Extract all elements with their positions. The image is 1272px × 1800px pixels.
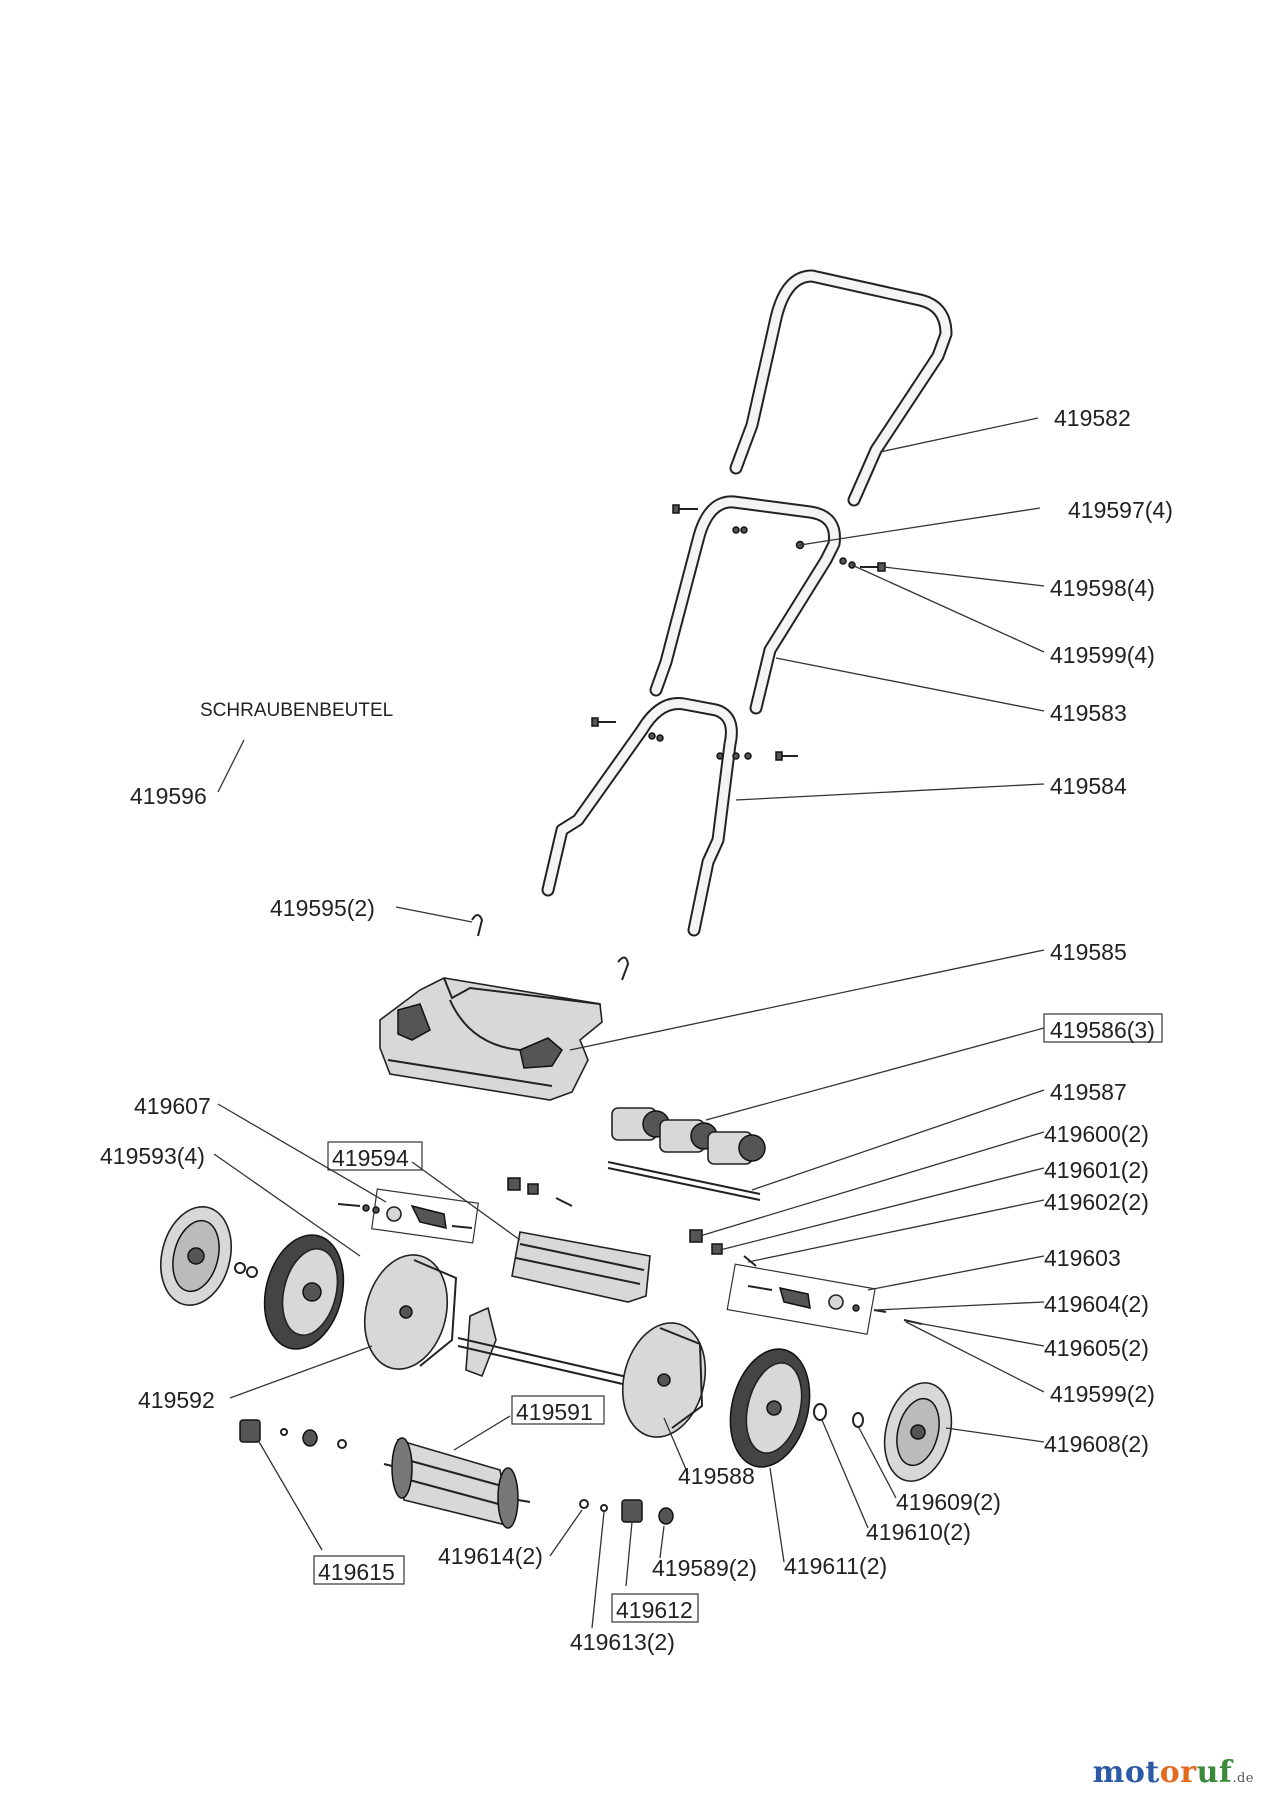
label-419583: 419583 [1050,700,1127,726]
right-wheel-part [729,1348,811,1468]
height-adjuster-part [507,1177,651,1303]
label-419607: 419607 [134,1093,211,1119]
label-419615: 419615 [318,1559,395,1585]
motoruf-watermark-logo: motoruf.de [1093,1755,1254,1790]
label-419598: 419598(4) [1050,575,1155,601]
label-419601: 419601(2) [1044,1157,1149,1183]
brand-tld: .de [1232,1771,1254,1786]
right-bracket-part [689,1229,923,1335]
label-419612: 419612 [616,1597,693,1623]
label-419593: 419593(4) [100,1143,205,1169]
label-419602: 419602(2) [1044,1189,1149,1215]
box-419586 [1043,1013,1163,1043]
bottom-bearings-part [579,1499,674,1525]
label-419585: 419585 [1050,939,1127,965]
brand-part-b: or [1159,1755,1197,1790]
label-schraubenbeutel: SCHRAUBENBEUTEL [200,700,393,721]
label-419599-a: 419599(4) [1050,642,1155,668]
label-419603: 419603 [1044,1245,1121,1271]
cutting-reel-part [383,1437,531,1529]
screws-419597 [672,504,886,572]
label-419599-b: 419599(2) [1050,1381,1155,1407]
label-419613: 419613(2) [570,1629,675,1655]
hairpin-clips-part [471,914,630,981]
label-419608: 419608(2) [1044,1431,1149,1457]
left-side-plate-part [363,1254,497,1378]
label-419600: 419600(2) [1044,1121,1149,1147]
label-419588: 419588 [678,1463,755,1489]
label-419610: 419610(2) [866,1519,971,1545]
label-419609: 419609(2) [896,1489,1001,1515]
label-419594: 419594 [332,1145,409,1171]
box-419591 [511,1395,605,1425]
label-419614: 419614(2) [438,1543,543,1569]
box-419594 [327,1141,423,1171]
label-419591: 419591 [516,1399,593,1425]
label-419587: 419587 [1050,1079,1127,1105]
brand-part-c: uf [1196,1755,1233,1790]
rollers-part [611,1107,766,1165]
upper-handle-part [729,269,953,507]
brand-part-a: mot [1092,1755,1160,1790]
label-419597: 419597(4) [1068,497,1173,523]
right-hubcap-part [883,1382,953,1482]
middle-handle-part [649,495,841,715]
lower-handle-part [541,697,798,937]
label-419604: 419604(2) [1044,1291,1149,1317]
label-419595: 419595(2) [270,895,375,921]
right-side-plate-part [621,1322,707,1438]
label-419611: 419611(2) [784,1553,887,1579]
left-hubcap-part [160,1205,258,1307]
left-bracket-part [337,1188,479,1244]
left-bearings-part [239,1419,347,1449]
left-wheel-part [263,1234,345,1350]
leader-lines [213,417,1045,1629]
box-419615 [313,1555,405,1585]
grass-catcher-part [379,977,603,1101]
roller-axle-part [607,1161,761,1201]
label-419586: 419586(3) [1050,1017,1155,1043]
label-419605: 419605(2) [1044,1335,1149,1361]
washers-part [813,1403,864,1428]
label-419582: 419582 [1054,405,1131,431]
part-labels: 419582 419597(4) 419598(4) 419599(4) 419… [100,405,1173,1655]
label-419596: 419596 [130,783,207,809]
label-419589: 419589(2) [652,1555,757,1581]
box-419612 [611,1593,699,1623]
main-axle-part [457,1337,641,1389]
label-419592: 419592 [138,1387,215,1413]
label-419584: 419584 [1050,773,1127,799]
